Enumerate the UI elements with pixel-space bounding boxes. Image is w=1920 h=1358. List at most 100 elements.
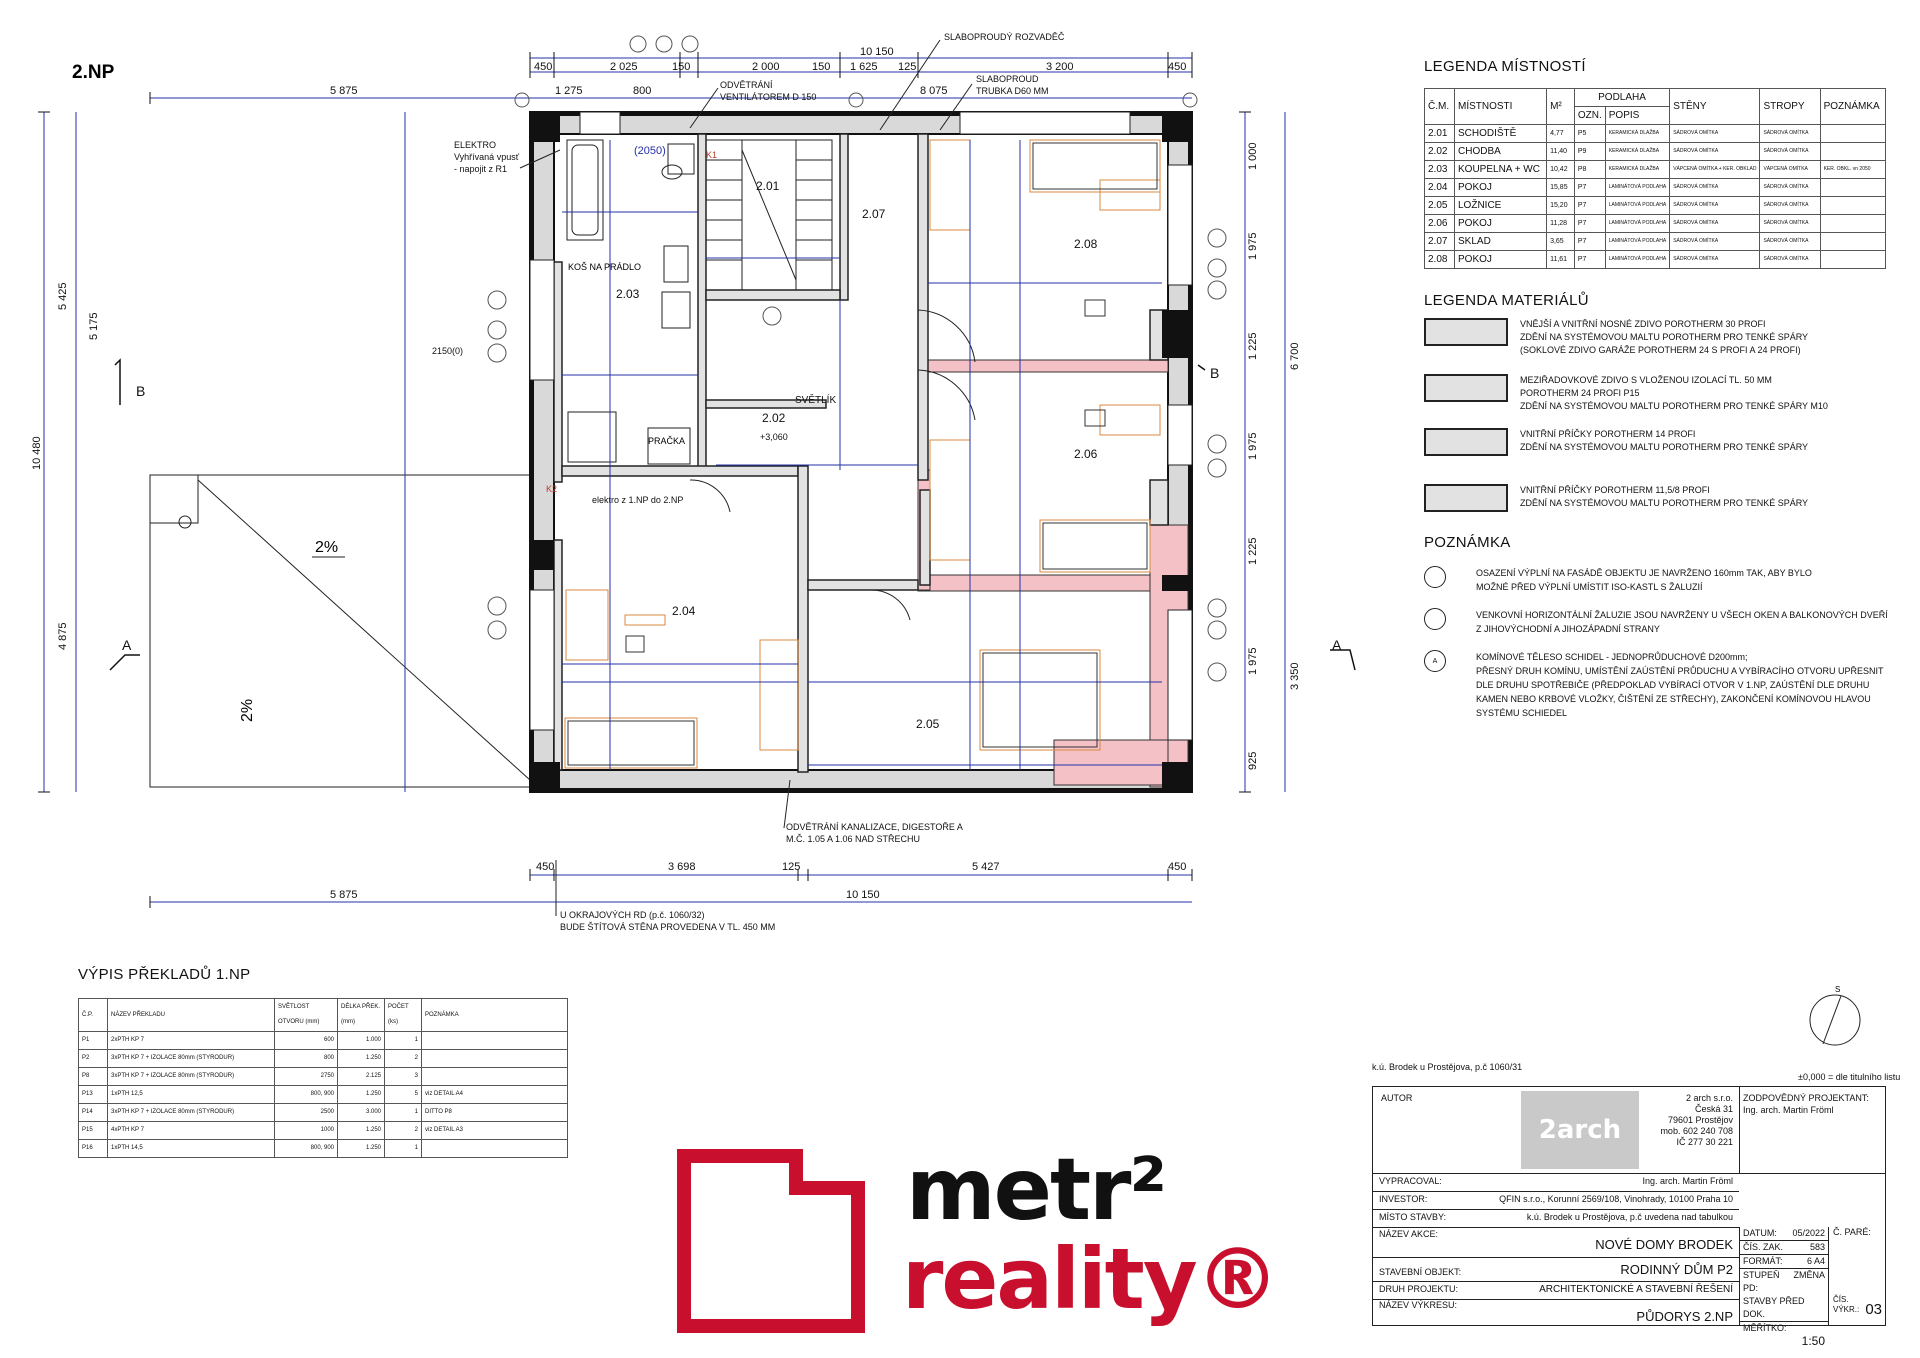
material-item: MEZIŘADOVKOVÉ ZDIVO S VLOŽENOU IZOLACÍ T…	[1424, 374, 1828, 413]
note-marker	[1424, 566, 1446, 588]
room-legend-cell: P7	[1573, 178, 1606, 197]
lintel-cell: 2	[384, 1121, 422, 1140]
svg-text:(2050): (2050)	[634, 145, 666, 157]
tb-firm-4: mob. 602 240 708	[1660, 1126, 1733, 1136]
room-legend-cell: SÁDROVÁ OMÍTKA	[1759, 142, 1821, 161]
room-legend-cell: SÁDROVÁ OMÍTKA	[1669, 196, 1761, 215]
svg-text:10 480: 10 480	[31, 436, 43, 470]
svg-text:A: A	[1332, 637, 1342, 653]
room-legend-cell: SÁDROVÁ OMÍTKA	[1759, 232, 1821, 251]
note-item: OSAZENÍ VÝPLNÍ NA FASÁDĚ OBJEKTU JE NAVR…	[1424, 566, 1812, 594]
dims-top: 10 150 450 2 025 150 2 000 150 1 625 125…	[330, 46, 1186, 97]
room-legend-cell: SÁDROVÁ OMÍTKA	[1669, 124, 1761, 143]
svg-text:K2: K2	[546, 484, 557, 494]
lintel-cell	[421, 1067, 568, 1086]
svg-text:SLABOPROUD: SLABOPROUD	[976, 74, 1039, 84]
svg-text:1 975: 1 975	[1247, 647, 1259, 675]
lintel-cell: 1xPTH 14,5	[107, 1139, 275, 1158]
room-legend-cell: LAMINÁTOVÁ PODLAHA	[1604, 178, 1671, 197]
lintel-cell: 1.250	[337, 1085, 385, 1104]
room-legend-cell: SÁDROVÁ OMÍTKA	[1759, 196, 1821, 215]
lt-h-name: NÁZEV PŘEKLADU	[107, 998, 275, 1032]
north-circle	[1809, 994, 1861, 1046]
notes-title: POZNÁMKA	[1424, 534, 1511, 551]
room-legend-cell: 3,65	[1546, 232, 1575, 251]
svg-text:SLABOPROUDÝ ROZVADĚČ: SLABOPROUDÝ ROZVADĚČ	[944, 32, 1065, 42]
svg-text:2.04: 2.04	[672, 604, 696, 618]
material-3-line-1: VNITŘNÍ PŘÍČKY POROTHERM 14 PROFI	[1520, 429, 1696, 439]
lintel-cell: 2500	[274, 1103, 338, 1122]
room-legend-cell: SÁDROVÁ OMÍTKA	[1669, 214, 1761, 233]
note-1-line-2: MOŽNÉ PŘED VÝPLNÍ UMÍSTIT ISO-KASTL S ŽA…	[1476, 582, 1703, 592]
note-3-line-5: SYSTÉMU SCHIEDEL	[1476, 708, 1568, 718]
lintel-cell: P8	[78, 1067, 108, 1086]
note-marker	[1424, 608, 1446, 630]
lt-h-length: DÉLKA PŘEK. (mm)	[337, 998, 385, 1032]
furniture-beds	[567, 142, 1158, 766]
lintel-cell: viz DETAIL A4	[421, 1085, 568, 1104]
lintel-cell: 1.250	[337, 1139, 385, 1158]
svg-text:3 698: 3 698	[668, 861, 696, 873]
room-legend-cell: P8	[1573, 160, 1606, 179]
svg-text:1 225: 1 225	[1247, 332, 1259, 360]
svg-text:2150(0): 2150(0)	[432, 346, 463, 356]
svg-text:1 000: 1 000	[1247, 142, 1259, 170]
tb-druh-value: ARCHITEKTONICKÉ A STAVEBNÍ ŘEŠENÍ	[1539, 1284, 1733, 1295]
room-legend-cell: LOŽNICE	[1453, 196, 1548, 215]
rl-sub-ozn: OZN.	[1573, 106, 1606, 125]
svg-text:2.08: 2.08	[1074, 237, 1098, 251]
svg-text:+3,060: +3,060	[760, 432, 788, 442]
rl-header-floor: PODLAHA	[1573, 88, 1671, 107]
tb-investor-value: QFIN s.r.o., Korunní 2569/108, Vinohrady…	[1499, 1194, 1733, 1204]
room-legend-cell	[1819, 124, 1887, 143]
room-legend-cell: 11,40	[1546, 142, 1575, 161]
lintel-cell: 800, 900	[274, 1085, 338, 1104]
lintel-cell: 800, 900	[274, 1139, 338, 1158]
svg-text:450: 450	[536, 861, 554, 873]
note-3-line-1: KOMÍNOVÉ TĚLESO SCHIDEL - JEDNOPRŮDUCHOV…	[1476, 652, 1748, 662]
note-3-line-2: PŘESNÝ DRUH KOMÍNU, UMÍSTĚNÍ ZAÚSTĚNÍ PR…	[1476, 666, 1884, 676]
tb-datum-label: DATUM:	[1743, 1228, 1777, 1238]
tb-stupen-label: STUPEŇ PD:	[1743, 1270, 1780, 1293]
tb-format-label: FORMÁT:	[1743, 1256, 1783, 1266]
material-1-line-2: ZDĚNÍ NA SYSTÉMOVOU MALTU POROTHERM PRO …	[1520, 332, 1809, 342]
note-1-line-1: OSAZENÍ VÝPLNÍ NA FASÁDĚ OBJEKTU JE NAVR…	[1476, 568, 1812, 578]
room-legend-cell: 2.03	[1424, 160, 1455, 179]
note-item: A KOMÍNOVÉ TĚLESO SCHIDEL - JEDNOPRŮDUCH…	[1424, 650, 1884, 720]
tb-pare-label: Č. PARÉ:	[1833, 1227, 1871, 1237]
room-legend-cell: SKLAD	[1453, 232, 1548, 251]
callout-circles	[487, 35, 1227, 682]
svg-text:- napojit z R1: - napojit z R1	[454, 164, 507, 174]
svg-text:1 225: 1 225	[1247, 537, 1259, 565]
lintel-cell: 2750	[274, 1067, 338, 1086]
north-label: S	[1835, 985, 1840, 994]
room-legend-cell: 11,61	[1546, 250, 1575, 269]
room-legend-cell: CHODBA	[1453, 142, 1548, 161]
lt-h-note: POZNÁMKA	[421, 998, 568, 1032]
svg-text:450: 450	[1168, 61, 1186, 73]
tb-stupen2: STAVBY PŘED DOK.	[1743, 1296, 1805, 1319]
room-legend-cell: SÁDROVÁ OMÍTKA	[1669, 250, 1761, 269]
lt-h-width: SVĚTLOST OTVORU (mm)	[274, 998, 338, 1032]
room-legend-cell: 4,77	[1546, 124, 1575, 143]
terrace	[149, 474, 533, 788]
staircase	[705, 139, 833, 291]
svg-text:2.02: 2.02	[762, 411, 786, 425]
svg-text:5 175: 5 175	[88, 312, 100, 340]
lintels-title: VÝPIS PŘEKLADŮ 1.NP	[78, 966, 251, 983]
chairs	[625, 299, 1106, 653]
tb-datum-value: 05/2022	[1792, 1228, 1825, 1238]
svg-text:ODVĚTRÁNÍ: ODVĚTRÁNÍ	[720, 80, 773, 90]
svg-text:5 425: 5 425	[57, 282, 69, 310]
section-markers: B B A A	[122, 365, 1342, 653]
tb-zodp-label: ZODPOVĚDNÝ PROJEKTANT:	[1743, 1093, 1869, 1103]
svg-text:K1: K1	[706, 150, 717, 160]
svg-text:2 000: 2 000	[752, 61, 780, 73]
north-needle	[1822, 995, 1842, 1045]
room-legend-cell: 15,85	[1546, 178, 1575, 197]
material-swatch-partition-14	[1424, 428, 1508, 456]
